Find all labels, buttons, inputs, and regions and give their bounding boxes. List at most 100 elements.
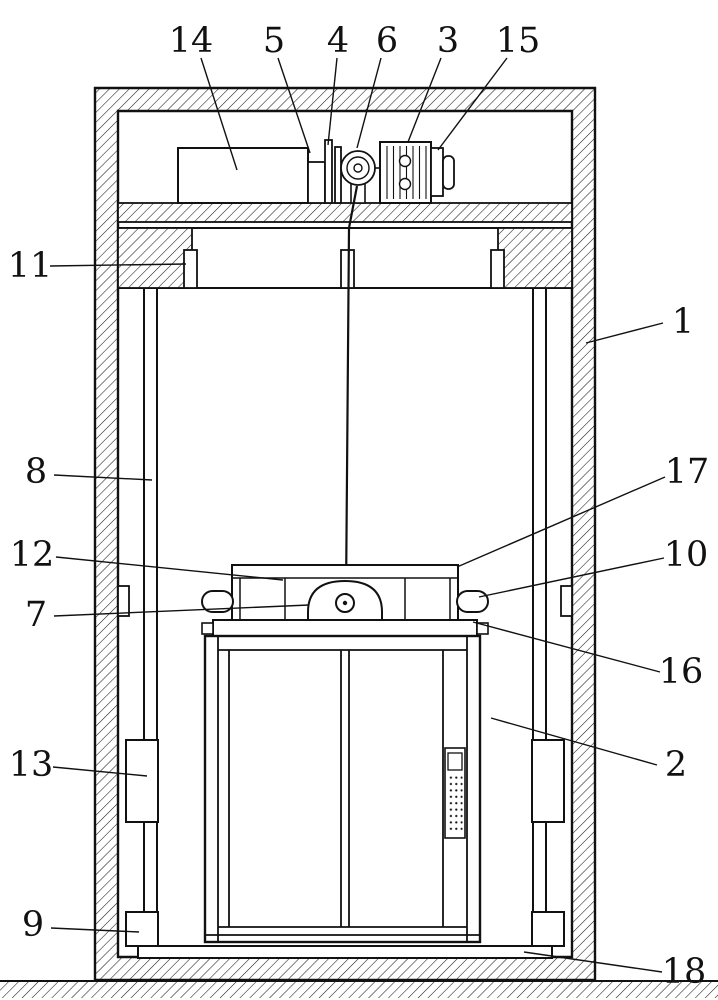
guide-rails bbox=[143, 288, 547, 946]
mounting-plate-a bbox=[324, 139, 333, 204]
callout-label-12: 12 bbox=[10, 535, 55, 575]
leader-line-7 bbox=[53, 604, 310, 617]
car-operating-panel bbox=[444, 747, 466, 839]
pit-platform bbox=[137, 945, 553, 959]
callout-label-6: 6 bbox=[376, 21, 398, 61]
motor-end-plate bbox=[430, 147, 444, 197]
car-body bbox=[203, 634, 482, 944]
beam-clip-right bbox=[490, 249, 505, 289]
car-top-plate-tab-right bbox=[476, 622, 489, 635]
car-top-assembly bbox=[201, 564, 489, 637]
callout-18: 18 bbox=[523, 951, 707, 992]
car-top-plate bbox=[212, 619, 478, 637]
ground-hatching bbox=[0, 982, 718, 998]
drive-sheave-rim bbox=[340, 150, 376, 186]
car-top-plate-tab-left bbox=[201, 622, 214, 635]
hoist-cable bbox=[344, 185, 359, 599]
callout-label-18: 18 bbox=[662, 952, 707, 992]
callout-15: 15 bbox=[437, 21, 541, 151]
leader-line-12 bbox=[55, 556, 284, 581]
leader-line-1 bbox=[585, 322, 664, 344]
callout-2: 2 bbox=[490, 717, 687, 785]
callout-label-4: 4 bbox=[327, 21, 349, 61]
rail-bracket-right bbox=[531, 739, 565, 823]
callout-4: 4 bbox=[327, 21, 349, 146]
callout-label-5: 5 bbox=[263, 21, 285, 61]
rail-bracket-left bbox=[125, 739, 159, 823]
callout-label-10: 10 bbox=[664, 535, 709, 575]
leader-line-3 bbox=[407, 57, 442, 143]
callout-10: 10 bbox=[478, 535, 709, 598]
callout-14: 14 bbox=[169, 21, 238, 171]
leader-line-15 bbox=[437, 57, 508, 151]
callout-5: 5 bbox=[263, 21, 311, 154]
base-bracket-right bbox=[531, 911, 565, 947]
mounting-plate-b bbox=[334, 146, 342, 204]
motor-bolt-upper bbox=[398, 154, 412, 168]
callout-6: 6 bbox=[356, 21, 398, 149]
drive-sheave-inner bbox=[346, 156, 370, 180]
panel-display bbox=[447, 752, 463, 771]
leader-line-6 bbox=[356, 57, 382, 149]
callout-label-13: 13 bbox=[9, 745, 54, 785]
callout-label-11: 11 bbox=[8, 246, 53, 286]
wall-guide-right bbox=[560, 585, 573, 617]
callout-label-15: 15 bbox=[496, 21, 541, 61]
callout-label-1: 1 bbox=[672, 302, 694, 342]
callout-label-7: 7 bbox=[25, 595, 47, 635]
leader-line-4 bbox=[327, 57, 338, 146]
car-top-pulley-axle bbox=[342, 600, 348, 606]
motor-pedestal bbox=[307, 161, 326, 204]
panel-buttons bbox=[447, 776, 463, 834]
leader-line-9 bbox=[50, 927, 140, 933]
callout-9: 9 bbox=[22, 905, 140, 945]
callout-13: 13 bbox=[9, 745, 148, 785]
callouts: 14 5 4 6 3 15 11 1 bbox=[8, 21, 710, 992]
motor-end-cap bbox=[442, 155, 455, 190]
leader-line-17 bbox=[456, 476, 666, 568]
leader-line-13 bbox=[52, 766, 148, 777]
callout-1: 1 bbox=[585, 302, 694, 344]
callout-label-3: 3 bbox=[437, 21, 459, 61]
support-beam bbox=[117, 227, 573, 289]
rail-brackets bbox=[125, 739, 565, 947]
callout-16: 16 bbox=[472, 621, 704, 692]
beam-anchor-right bbox=[497, 227, 573, 289]
sheave-support bbox=[350, 182, 366, 204]
leader-line-16 bbox=[472, 621, 661, 673]
leader-line-8 bbox=[53, 474, 153, 481]
callout-3: 3 bbox=[407, 21, 459, 143]
guide-roller-right bbox=[456, 590, 489, 613]
motor-fins bbox=[386, 146, 427, 199]
leader-line-14 bbox=[200, 57, 238, 171]
callout-label-14: 14 bbox=[169, 21, 214, 61]
callout-17: 17 bbox=[456, 452, 710, 568]
drive-sheave-hub bbox=[353, 163, 363, 173]
controller-box bbox=[177, 147, 309, 204]
callout-label-8: 8 bbox=[25, 452, 47, 492]
leader-line-10 bbox=[478, 557, 665, 598]
motor-body bbox=[379, 141, 432, 204]
callout-7: 7 bbox=[25, 595, 310, 635]
car-door-frame bbox=[205, 649, 480, 936]
leader-line-18 bbox=[523, 951, 663, 973]
machine-room-floor bbox=[117, 202, 573, 223]
base-bracket-left bbox=[125, 911, 159, 947]
wall-guide-left bbox=[117, 585, 130, 617]
callout-12: 12 bbox=[10, 535, 284, 581]
callout-label-2: 2 bbox=[665, 745, 687, 785]
crosshead-ribs bbox=[239, 578, 451, 620]
motor-bolt-lower bbox=[398, 177, 412, 191]
machine-room-equipment bbox=[177, 139, 455, 204]
guide-roller-left bbox=[201, 590, 234, 613]
callout-8: 8 bbox=[25, 452, 153, 492]
callout-label-16: 16 bbox=[659, 652, 704, 692]
leader-line-2 bbox=[490, 717, 658, 766]
car-wall-lines bbox=[217, 636, 468, 942]
callout-label-17: 17 bbox=[665, 452, 710, 492]
beam-anchor-left bbox=[117, 227, 193, 289]
leader-line-5 bbox=[277, 57, 311, 154]
car-door-panels bbox=[228, 650, 444, 927]
